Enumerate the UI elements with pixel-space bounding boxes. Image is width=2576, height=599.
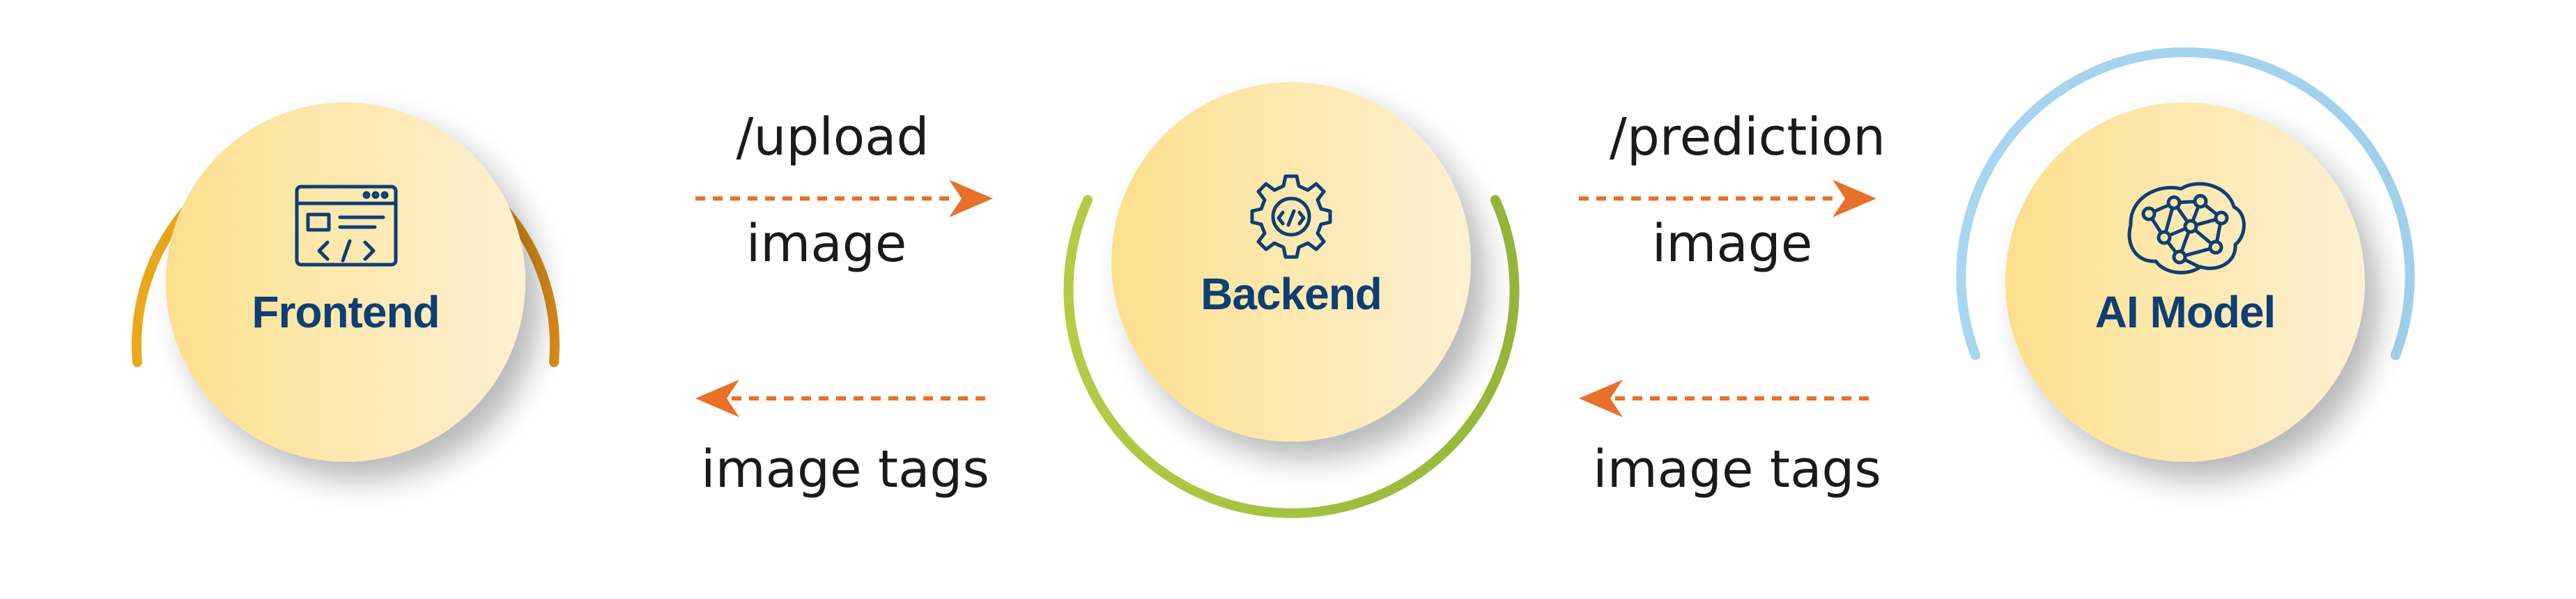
tags-return-arrowhead <box>695 380 739 417</box>
ai-model-circle <box>2005 102 2365 462</box>
frontend-label: Frontend <box>252 287 439 337</box>
backend-circle <box>1111 82 1471 442</box>
frontend-circle <box>166 102 525 462</box>
upload-endpoint-label: /upload <box>736 107 930 167</box>
edge-ai-to-backend: image tags <box>1579 380 1881 499</box>
upload-payload-label: image <box>746 214 907 274</box>
ai-model-node: AI Model <box>1956 47 2415 462</box>
neural-network-icon <box>2127 182 2246 274</box>
prediction-return-label: image tags <box>1593 439 1881 499</box>
ai-model-ring <box>1956 47 2415 360</box>
upload-arrowhead <box>949 180 993 217</box>
edge-frontend-to-backend: /upload image <box>695 107 993 274</box>
tags-return-label: image tags <box>701 439 989 499</box>
prediction-endpoint-label: /prediction <box>1610 107 1885 167</box>
frontend-node: Frontend <box>132 102 560 462</box>
edge-backend-to-frontend: image tags <box>695 380 993 499</box>
prediction-return-arrowhead <box>1579 380 1623 417</box>
gear-code-icon <box>1250 174 1332 259</box>
code-window-icon <box>295 185 398 267</box>
prediction-payload-label: image <box>1652 214 1813 274</box>
edge-backend-to-ai: /prediction image <box>1579 107 1885 274</box>
ai-model-label: AI Model <box>2095 287 2276 337</box>
prediction-arrowhead <box>1833 180 1876 217</box>
backend-node: Backend <box>1063 82 1520 518</box>
backend-ring <box>1063 195 1520 518</box>
backend-label: Backend <box>1201 269 1382 319</box>
